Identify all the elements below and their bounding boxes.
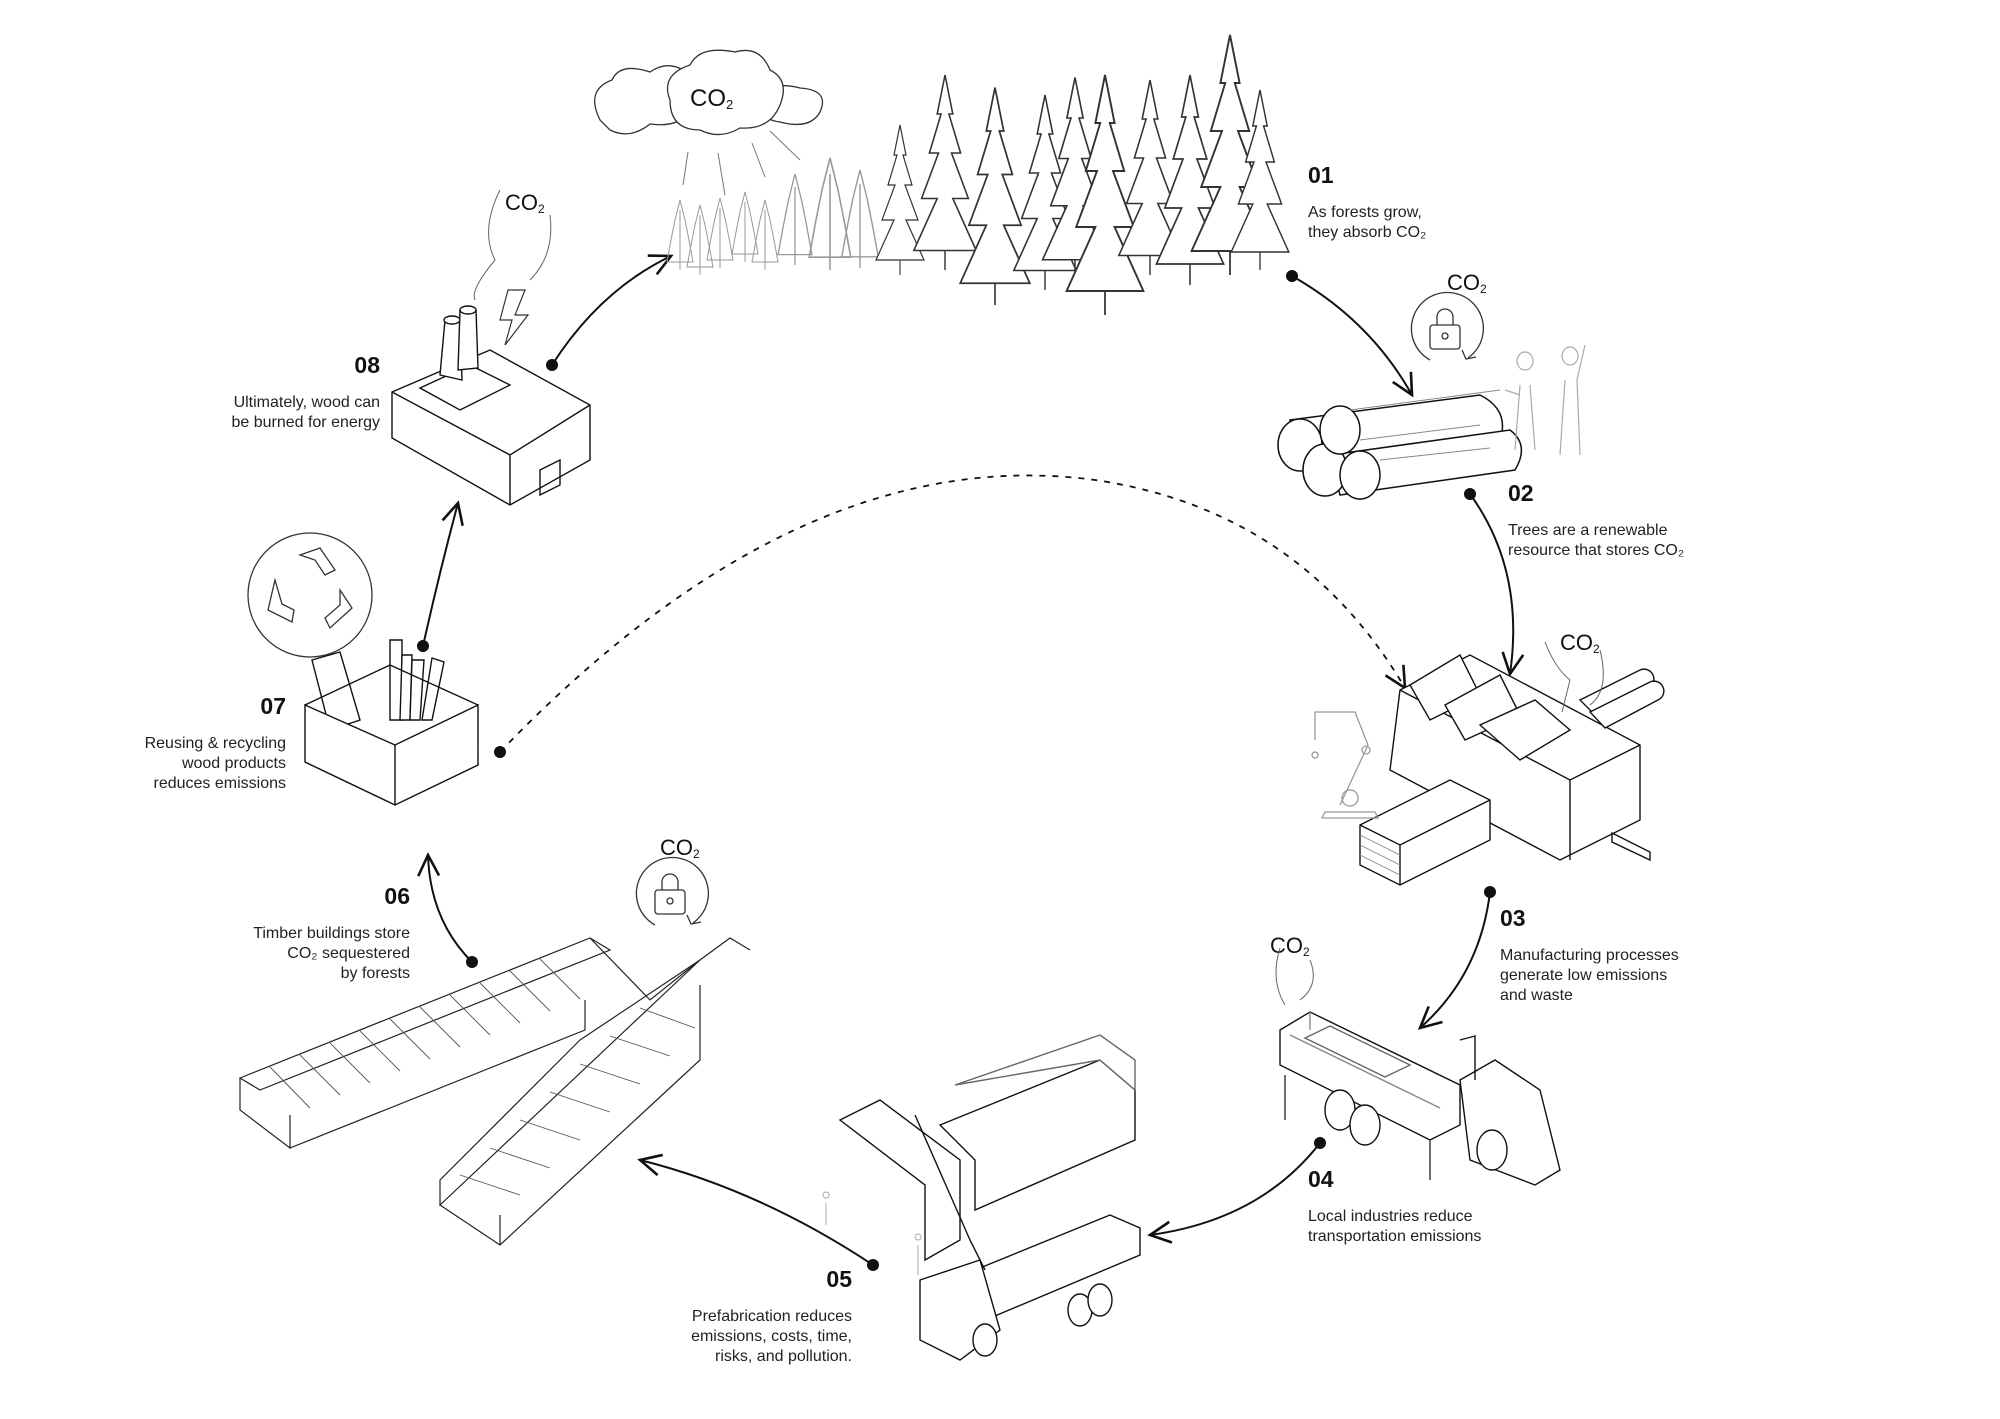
arrow-07-to-03-dashed: [499, 474, 1405, 753]
arrow-08-to-01: [551, 256, 671, 366]
step-02: 02 Trees are a renewable resource that s…: [1508, 480, 1684, 561]
recycle-icon: [247, 532, 373, 658]
factory-icon: [1359, 654, 1665, 886]
crane-truck-icon: [838, 1034, 1141, 1361]
step-01: 01 As forests grow, they absorb CO₂: [1308, 162, 1426, 243]
step-description: Prefabrication reduces emissions, costs,…: [691, 1308, 852, 1365]
step-07: 07 Reusing & recycling wood products red…: [100, 693, 286, 794]
arrow-05-to-06: [640, 1160, 874, 1266]
step-dots: [417, 270, 1496, 1271]
power-plant-icon: [391, 305, 591, 506]
step-description: Reusing & recycling wood products reduce…: [144, 735, 286, 792]
co2-label-02: CO2: [1447, 270, 1487, 296]
arrow-04-to-05: [1150, 1142, 1321, 1235]
arrow-02-to-03: [1469, 493, 1513, 674]
co2-label-06: CO2: [660, 835, 700, 861]
timber-building-icon: [238, 937, 751, 1246]
step-description: As forests grow, they absorb CO₂: [1308, 204, 1427, 241]
cloud-icon: [594, 49, 824, 136]
step-number: 05: [826, 1266, 852, 1292]
arrow-07-to-08: [422, 503, 458, 647]
step-description: Timber buildings store CO₂ sequestered b…: [253, 925, 410, 982]
step-number: 02: [1508, 480, 1534, 506]
step-04: 04 Local industries reduce transportatio…: [1308, 1166, 1481, 1247]
co2-smoke-03: [1544, 641, 1604, 713]
step-number: 06: [384, 883, 410, 909]
step-08: 08 Ultimately, wood can be burned for en…: [180, 352, 380, 433]
worker-figures: [822, 1191, 922, 1275]
step-description: Ultimately, wood can be burned for energ…: [231, 394, 380, 431]
co2-label-03: CO2: [1560, 630, 1600, 656]
step-number: 07: [260, 693, 286, 719]
step-03: 03 Manufacturing processes generate low …: [1500, 905, 1679, 1006]
logs-icon: [1277, 389, 1523, 500]
step-description: Trees are a renewable resource that stor…: [1508, 522, 1685, 559]
step-number: 08: [354, 352, 380, 378]
lock-cycle-icon-02: [1410, 291, 1485, 361]
step-number: 01: [1308, 162, 1334, 188]
co2-smoke-08: [473, 189, 552, 301]
cycle-arrows: [422, 256, 1513, 1266]
step-description: Manufacturing processes generate low emi…: [1500, 947, 1679, 1004]
robot-arm-icon: [1311, 711, 1380, 819]
step-05: 05 Prefabrication reduces emissions, cos…: [660, 1266, 852, 1367]
truck-icon: [1279, 1011, 1561, 1186]
co2-label-08: CO2: [505, 190, 545, 216]
co2-absorption-arrows: [682, 130, 801, 196]
lightning-icon: [499, 289, 530, 346]
co2-smoke-04: [1275, 947, 1314, 1006]
arrow-01-to-02: [1291, 275, 1412, 395]
step-description: Local industries reduce transportation e…: [1308, 1208, 1482, 1245]
arrow-06-to-07: [428, 855, 473, 963]
box-icon: [304, 639, 479, 806]
step-06: 06 Timber buildings store CO₂ sequestere…: [210, 883, 410, 984]
co2-label-04: CO2: [1270, 933, 1310, 959]
arrow-03-to-04: [1420, 891, 1491, 1028]
step-number: 03: [1500, 905, 1526, 931]
people-icon: [1504, 344, 1586, 456]
lock-cycle-icon-06: [635, 856, 710, 926]
step-number: 04: [1308, 1166, 1334, 1192]
